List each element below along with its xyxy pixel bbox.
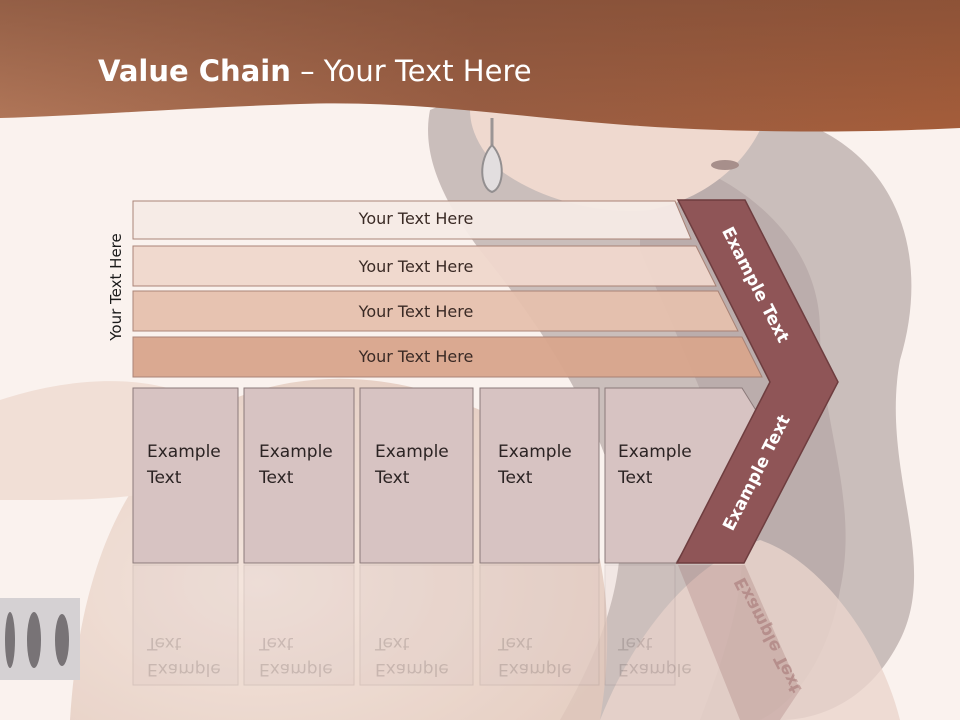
title-bold: Value Chain: [98, 54, 291, 88]
row-4-shape: [132, 336, 763, 378]
title-rest: – Your Text Here: [290, 54, 532, 88]
box-1-reflection: Example Text: [147, 633, 221, 679]
box-4-shape: [479, 387, 600, 564]
boxes-reflection: [132, 564, 676, 686]
row-3-label: Your Text Here: [358, 302, 474, 321]
chevron-arrow: [675, 199, 839, 564]
row-3-shape: [132, 290, 739, 332]
box-3-reflection: Example Text: [375, 633, 449, 679]
box-1-label: Example Text: [147, 442, 221, 488]
box-5-label: Example Text: [618, 442, 692, 488]
row-1-shape: [132, 200, 692, 240]
page-title: Value Chain – Your Text Here: [98, 54, 532, 88]
box-3-shape: [359, 387, 474, 564]
chevron-reflection: [678, 565, 800, 720]
row-1-label: Your Text Here: [358, 209, 474, 228]
row-2-label: Your Text Here: [358, 257, 474, 276]
box-4-label: Example Text: [498, 442, 572, 488]
box-2-label: Example Text: [259, 442, 333, 488]
row-4-label: Your Text Here: [358, 347, 474, 366]
row-2-shape: [132, 245, 717, 287]
box-4-reflection: Example Text: [498, 633, 572, 679]
box-2-shape: [243, 387, 355, 564]
box-2-reflection: Example Text: [259, 633, 333, 679]
box-3-label: Example Text: [375, 442, 449, 488]
box-5-reflection: Example Text: [618, 633, 692, 679]
box-1-shape: [132, 387, 239, 564]
